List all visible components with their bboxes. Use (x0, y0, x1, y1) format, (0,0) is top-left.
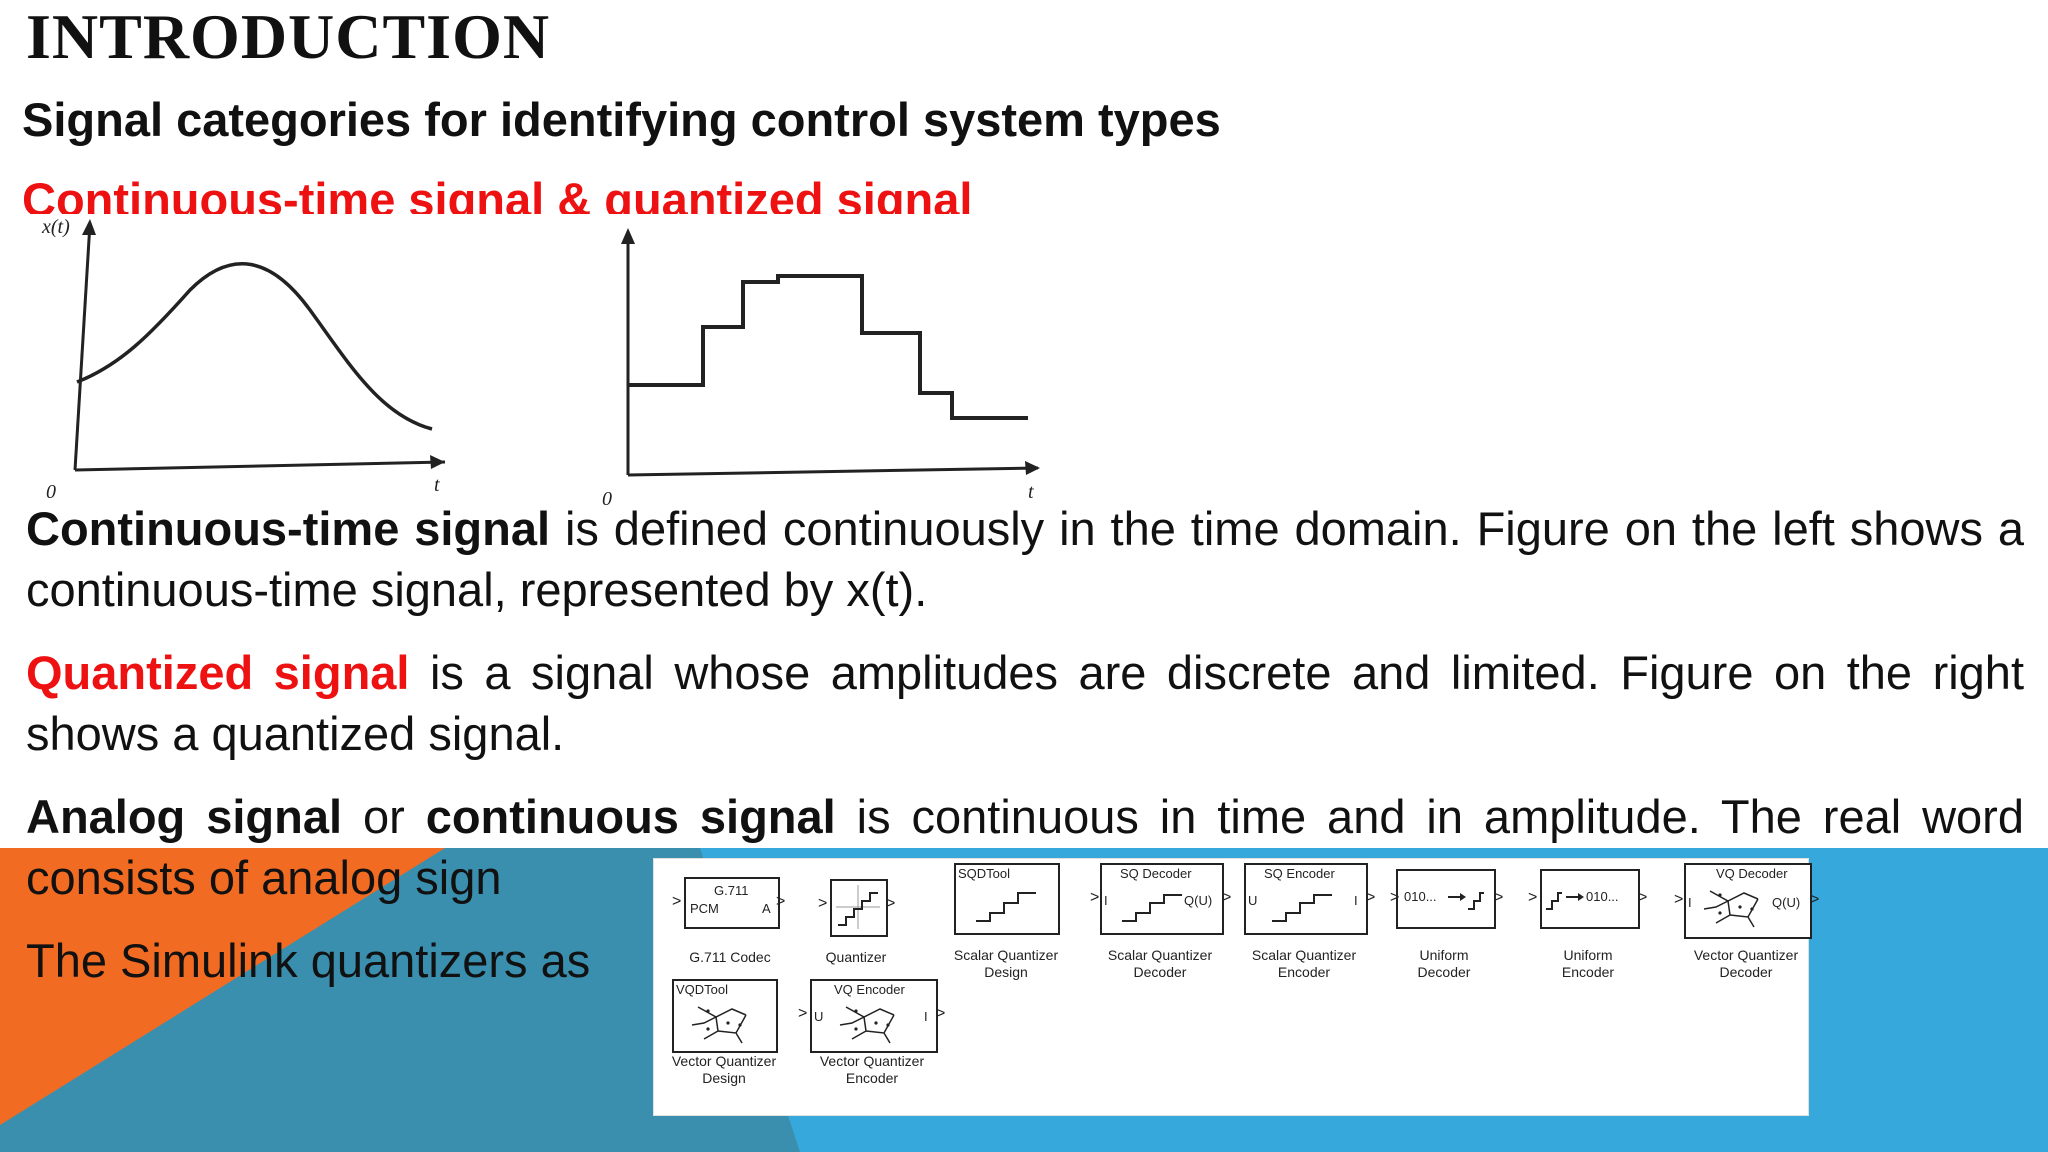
x-axis-label: t (1028, 481, 1034, 503)
port-out-label: A (762, 901, 771, 916)
voronoi-icon (1703, 890, 1759, 928)
block-caption: Scalar Quantizer Encoder (1251, 947, 1357, 980)
block-inner-label: SQ Encoder (1264, 866, 1335, 881)
teal-wedge (0, 848, 800, 1152)
port-out-label: Q(U) (1184, 893, 1213, 908)
paragraph-continuous: Continuous-time signal is defined contin… (26, 498, 2024, 620)
port-in-label: I (1688, 895, 1692, 910)
scalar-stair-icon (976, 892, 1036, 922)
text-or: or (342, 790, 426, 843)
slide-title: INTRODUCTION (26, 1, 551, 72)
block-caption: Vector Quantizer Encoder (819, 1053, 925, 1086)
block-caption: Vector Quantizer Design (671, 1053, 777, 1086)
block-caption: Quantizer (825, 949, 887, 965)
paragraph-simulink: The Simulink quantizers as (26, 930, 666, 991)
origin-label: 0 (602, 488, 612, 510)
red-heading: Continuous-time signal & quantized signa… (22, 173, 973, 214)
term-continuous-time: Continuous-time signal (26, 502, 551, 555)
voronoi-icon (839, 1006, 895, 1044)
block-caption: G.711 Codec (689, 949, 771, 965)
block-inner-label: VQ Decoder (1716, 866, 1788, 881)
scalar-stair-icon (1272, 894, 1332, 922)
quantized-signal-graph: 0 t (602, 228, 1040, 510)
continuous-signal-graph: x(t) 0 t (41, 216, 446, 503)
port-out-label: Q(U) (1772, 895, 1801, 910)
simulink-quantizers-panel: G.711 PCM A > > G.711 Codec > > Quantize… (653, 858, 1819, 1116)
origin-label: 0 (46, 481, 56, 503)
block-inner-label: VQ Encoder (834, 982, 905, 997)
term-continuous: continuous signal (425, 790, 836, 843)
port-in-label: U (814, 1009, 824, 1024)
block-caption: Scalar Quantizer Decoder (1107, 947, 1213, 980)
block-inner-label-2: PCM (690, 901, 719, 916)
block-inner-label: 010... (1404, 889, 1437, 904)
x-axis-label: t (434, 474, 440, 496)
block-inner-label: G.711 (714, 883, 749, 898)
term-analog: Analog signal (26, 790, 343, 843)
slide-subtitle: Signal categories for identifying contro… (22, 93, 1221, 146)
port-out-label: I (1354, 893, 1358, 908)
block-inner-label: SQ Decoder (1120, 866, 1192, 881)
port-in-label: I (1104, 893, 1108, 908)
port-in-label: U (1248, 893, 1258, 908)
voronoi-icon (691, 1006, 747, 1044)
paragraph-quantized: Quantized signal is a signal whose ampli… (26, 642, 2024, 764)
block-caption: Uniform Encoder (1561, 947, 1615, 980)
block-inner-label: VQDTool (676, 982, 729, 997)
block-caption: Uniform Decoder (1417, 947, 1471, 980)
decode-arrow-icon (1448, 892, 1484, 910)
paragraph-analog: Analog signal or continuous signal is co… (26, 786, 2024, 908)
orange-wedge (0, 848, 445, 1125)
port-out-label: I (924, 1009, 928, 1024)
encode-arrow-icon (1546, 892, 1584, 910)
text-continuous-time: is defined continuously in the time doma… (26, 502, 2024, 616)
block-caption: Scalar Quantizer Design (953, 947, 1059, 980)
block-caption: Vector Quantizer Decoder (1693, 947, 1799, 980)
term-quantized: Quantized signal (26, 646, 410, 699)
scalar-stair-icon (1122, 894, 1182, 922)
text-simulink: The Simulink quantizers as (26, 934, 591, 987)
text-quantized: is a signal whose amplitudes are discret… (26, 646, 2024, 760)
quantizer-stair-icon (836, 885, 880, 929)
text-analog: is continuous in time and in amplitude. … (26, 790, 2024, 904)
y-axis-label: x(t) (41, 216, 70, 238)
block-inner-label: 010... (1586, 889, 1619, 904)
block-inner-label: SQDTool (958, 866, 1011, 881)
